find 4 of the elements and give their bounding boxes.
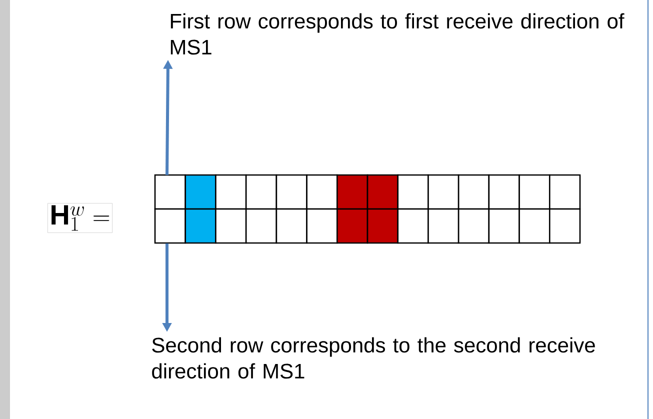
matrix-formula: $\mathbf{H}_1^w =$ bbox=[48, 203, 113, 233]
annotation-text: Second row corresponds to the second receive direction of MS1 bbox=[152, 337, 595, 379]
annotation-text: First row corresponds to first receive direction of MS1 bbox=[170, 13, 624, 55]
matrix-grid-drawing bbox=[154, 174, 581, 244]
